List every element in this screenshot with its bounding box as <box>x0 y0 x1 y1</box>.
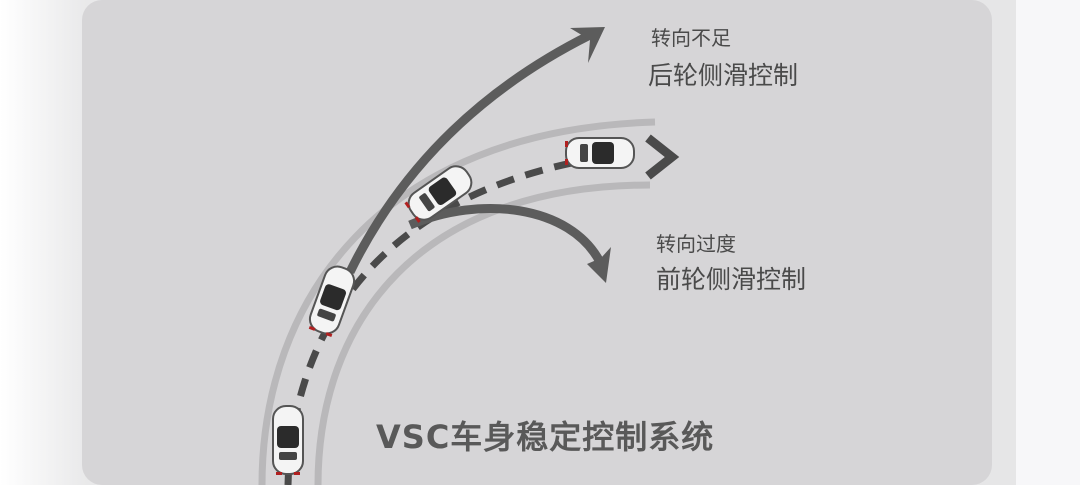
dashed-arrow-head <box>645 134 680 180</box>
understeer-arrow <box>345 30 593 274</box>
diagram-title: VSC车身稳定控制系统 <box>376 418 715 456</box>
car-icon <box>564 137 635 169</box>
oversteer-heading: 转向过度 <box>656 232 736 256</box>
understeer-arrowhead <box>570 27 605 63</box>
diagram-panel <box>82 0 992 485</box>
lane-outer <box>258 118 656 485</box>
car-icon <box>272 405 304 476</box>
oversteer-action: 前轮侧滑控制 <box>656 265 807 294</box>
car-icon <box>304 261 359 340</box>
oversteer-arrow <box>408 203 604 265</box>
understeer-action: 后轮侧滑控制 <box>648 61 799 90</box>
understeer-heading: 转向不足 <box>651 26 731 50</box>
lane-inner <box>314 181 651 485</box>
oversteer-arrowhead <box>587 247 611 283</box>
right-margin <box>1016 0 1080 485</box>
